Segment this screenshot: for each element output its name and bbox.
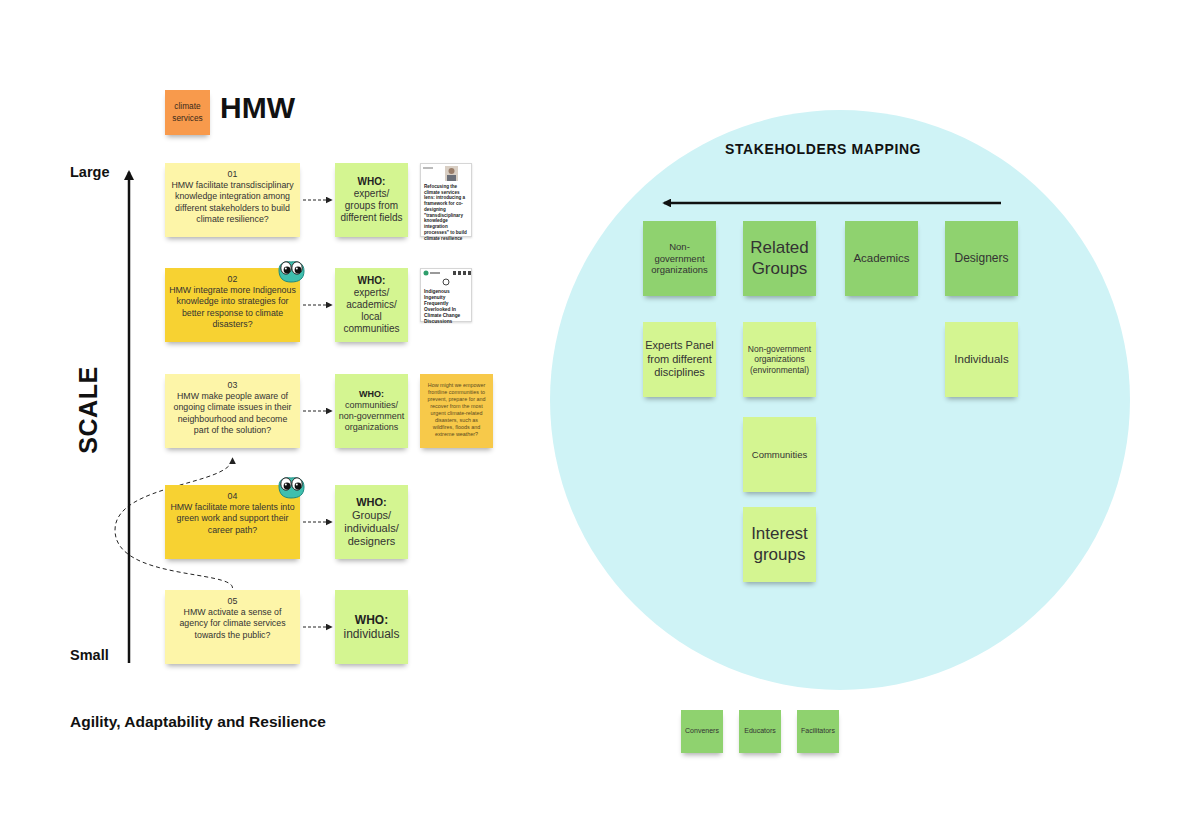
- stakeholder-note: Designers: [945, 221, 1018, 296]
- stakeholder-text: Individuals: [954, 352, 1008, 366]
- who-heading: WHO:: [356, 496, 387, 509]
- scale-axis: [128, 172, 131, 663]
- stakeholder-text: Related Groups: [745, 238, 814, 279]
- stakeholder-text: Interest groups: [745, 524, 814, 565]
- who-note: WHO:individuals: [335, 590, 408, 664]
- axis-label: Large: [70, 164, 110, 180]
- hmw-note: 03HMW make people aware of ongoing clima…: [165, 374, 300, 448]
- stakeholder-note: Academics: [845, 221, 918, 296]
- who-list: communities/ non-government organization…: [338, 400, 405, 432]
- stakeholder-note: Interest groups: [743, 507, 816, 582]
- stakeholder-text: Academics: [853, 251, 909, 265]
- who-list: individuals: [343, 627, 399, 641]
- circle-outline: [550, 110, 1130, 690]
- hmw-question: HMW facilitate more talents into green w…: [169, 502, 296, 536]
- role-text: Facilitators: [801, 727, 835, 735]
- who-note: WHO:Groups/ individuals/ designers: [335, 485, 408, 559]
- role-text: Conveners: [685, 727, 719, 735]
- dashed-connector: [303, 627, 332, 628]
- stakeholder-note: Communities: [743, 417, 816, 492]
- circle-fill: [550, 110, 1130, 690]
- hmw-number: 05: [228, 596, 238, 607]
- circle-heading: STAKEHOLDERS MAPPING: [725, 141, 921, 157]
- dashed-connector: [303, 522, 332, 523]
- dashed-connector: [303, 411, 332, 412]
- who-heading: WHO:: [358, 176, 386, 188]
- who-heading: WHO:: [358, 275, 386, 287]
- article-title: Refocusing the climate services lens: in…: [424, 184, 468, 241]
- who-heading: WHO:: [359, 389, 384, 400]
- question-note: How might we empower frontline communiti…: [420, 374, 493, 448]
- who-heading: WHO:: [355, 613, 388, 627]
- hmw-question: HMW make people aware of ongoing climate…: [169, 391, 296, 436]
- thumbnail-photo: [423, 166, 458, 181]
- hmw-question: HMW facilitate transdisciplinary knowled…: [169, 180, 296, 225]
- stakeholder-note: Non-government organizations: [643, 221, 716, 296]
- dashed-connector: [303, 305, 332, 306]
- stakeholder-note: Related Groups: [743, 221, 816, 296]
- who-list: experts/ groups from different fields: [338, 188, 405, 224]
- hmw-number: 03: [228, 380, 238, 391]
- thumbnail-logo: [424, 271, 472, 286]
- eyes-sticker: [279, 478, 304, 498]
- hmw-question: HMW integrate more Indigenous knowledge …: [169, 285, 296, 330]
- eyes-sticker: [279, 262, 304, 282]
- hmw-note: 05HMW activate a sense of agency for cli…: [165, 590, 300, 664]
- axis-title: SCALE: [73, 360, 103, 460]
- stakeholder-text: Communities: [752, 449, 807, 461]
- role-note: Facilitators: [797, 710, 839, 753]
- dashed-connector: [303, 200, 332, 201]
- who-note: WHO:experts/ academics/ local communitie…: [335, 268, 408, 342]
- hmw-question: HMW activate a sense of agency for clima…: [169, 607, 296, 641]
- role-note: Conveners: [681, 710, 723, 753]
- stakeholder-circle: STAKEHOLDERS MAPPING Non-government organ…: [550, 110, 1130, 690]
- stakeholder-text: Designers: [954, 251, 1008, 266]
- hmw-number: 04: [228, 491, 238, 502]
- who-list: Groups/ individuals/ designers: [338, 509, 405, 549]
- role-note: Educators: [739, 710, 781, 753]
- hmw-number: 02: [228, 274, 238, 285]
- topic-text: climate services: [168, 101, 207, 123]
- mapping-arrow: [664, 202, 1001, 205]
- article-title: Indigenous Ingenuity Frequently Overlook…: [424, 289, 468, 325]
- stakeholder-text: Non-government organizations: [645, 241, 714, 276]
- who-note: WHO:communities/ non-government organiza…: [335, 374, 408, 448]
- article-thumbnail: Indigenous Ingenuity Frequently Overlook…: [420, 268, 472, 322]
- axis-label: Small: [70, 647, 109, 663]
- stakeholder-text: Experts Panel from different disciplines: [645, 339, 714, 379]
- hmw-note: 01HMW facilitate transdisciplinary knowl…: [165, 163, 300, 237]
- topic-note: climate services: [165, 90, 210, 135]
- diagram-title: HMW: [220, 91, 295, 125]
- article-thumbnail: Refocusing the climate services lens: in…: [420, 163, 472, 237]
- who-list: experts/ academics/ local communities: [338, 287, 405, 335]
- footer-note: Agility, Adaptability and Resilience: [70, 713, 326, 731]
- hmw-note: 04HMW facilitate more talents into green…: [165, 485, 300, 559]
- hmw-note: 02HMW integrate more Indigenous knowledg…: [165, 268, 300, 342]
- hmw-number: 01: [228, 169, 238, 180]
- stakeholder-note: Experts Panel from different disciplines: [643, 322, 716, 397]
- who-note: WHO:experts/ groups from different field…: [335, 163, 408, 237]
- stakeholder-note: Individuals: [945, 322, 1018, 397]
- role-text: Educators: [744, 727, 776, 735]
- stakeholder-text: Non-government organizations (environmen…: [745, 344, 814, 375]
- stakeholder-note: Non-government organizations (environmen…: [743, 322, 816, 397]
- question-text: How might we empower frontline communiti…: [425, 382, 488, 438]
